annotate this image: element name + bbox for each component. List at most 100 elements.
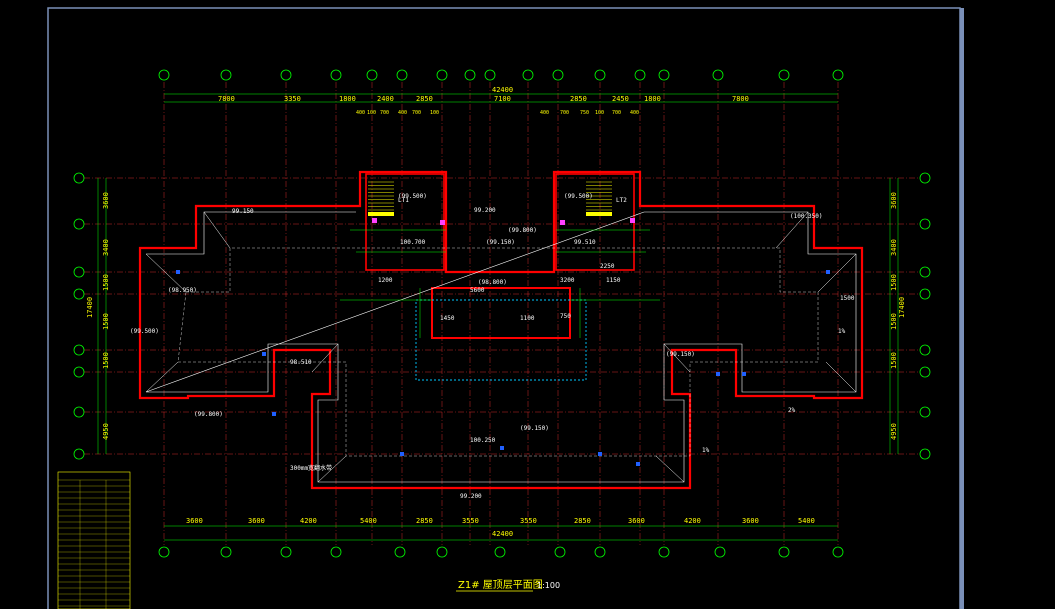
roof-drain xyxy=(598,452,602,456)
elevation-label: 98.510 xyxy=(290,359,312,366)
elevation-label: (99.500) xyxy=(398,193,427,200)
bottom-total-dim: 42400 xyxy=(492,530,513,538)
canopy-outline xyxy=(415,299,587,381)
table-border xyxy=(57,471,131,609)
left-dim-label: 1500 xyxy=(102,352,110,369)
top-dim-small-label: 100 xyxy=(367,110,376,116)
elevation-label: (99.500) xyxy=(130,328,159,335)
roof-drain xyxy=(262,352,266,356)
grid-bubble-top xyxy=(712,69,724,81)
bottom-dim-label: 3600 xyxy=(186,517,203,525)
grid-bubble-top xyxy=(522,69,534,81)
roof-drain xyxy=(742,372,746,376)
top-dim-small-label: 700 xyxy=(412,110,421,116)
grid-bubble-top xyxy=(330,69,342,81)
roof-hip-line xyxy=(775,211,809,249)
bottom-dim-label: 4200 xyxy=(684,517,701,525)
parapet-outline xyxy=(138,170,864,490)
top-dim-label: 7100 xyxy=(494,95,511,103)
bottom-dim-label: 3600 xyxy=(248,517,265,525)
grid-bubble-top xyxy=(464,69,476,81)
top-dim-small-label: 750 xyxy=(580,110,589,116)
bottom-dim-label: 3550 xyxy=(462,517,479,525)
grid-bubble-top xyxy=(658,69,670,81)
elevation-label: 1200 xyxy=(378,277,393,284)
elevation-label: 99.200 xyxy=(460,493,482,500)
grid-bubble-left xyxy=(73,266,85,278)
bottom-dim-label: 2850 xyxy=(416,517,433,525)
right-dim-label: 3400 xyxy=(890,239,898,256)
top-dim-small-label: 700 xyxy=(612,110,621,116)
elevation-label: 100.700 xyxy=(400,239,426,246)
grid-bubble-bottom xyxy=(658,546,670,558)
bottom-dim-label: 5400 xyxy=(798,517,815,525)
plan-layer xyxy=(138,170,864,490)
roof-hip-line xyxy=(655,455,685,483)
grid-bubble-left xyxy=(73,218,85,230)
elevation-label: 750 xyxy=(560,313,571,320)
elevation-label: 100.250 xyxy=(470,437,496,444)
elevation-label: 1% xyxy=(702,447,710,454)
right-dim-label: 4950 xyxy=(890,423,898,440)
roof-drain xyxy=(636,462,640,466)
top-dim-label: 1800 xyxy=(644,95,661,103)
roof-hip-line xyxy=(145,253,187,293)
right-dim-label: 1500 xyxy=(890,274,898,291)
center-parapet xyxy=(431,287,571,339)
grid-bubble-bottom xyxy=(554,546,566,558)
grid-bubble-bottom xyxy=(494,546,506,558)
top-dim-small-label: 400 xyxy=(630,110,639,116)
top-dim-label: 7800 xyxy=(218,95,235,103)
roof-edge-outline xyxy=(145,211,857,483)
bottom-dim-label: 2850 xyxy=(574,517,591,525)
elevation-label: (99.500) xyxy=(564,193,593,200)
top-dim-label: 2400 xyxy=(377,95,394,103)
stair-landing xyxy=(368,212,394,216)
elevation-label: (99.150) xyxy=(666,351,695,358)
right-dim-label: 3600 xyxy=(890,192,898,209)
roof-hip-line xyxy=(825,361,857,393)
right-dim-label: 1500 xyxy=(890,352,898,369)
stair-landing xyxy=(586,212,612,216)
roof-hip-line xyxy=(311,343,339,373)
grid-bubble-left xyxy=(73,406,85,418)
roof-hip-line xyxy=(145,361,179,393)
elevation-label: 2250 xyxy=(600,263,615,270)
top-dim-small-label: 700 xyxy=(560,110,569,116)
grid-bubble-right xyxy=(919,288,931,300)
elevation-label: (98.800) xyxy=(478,279,507,286)
elevation-label: (99.150) xyxy=(486,239,515,246)
roof-drain xyxy=(500,446,504,450)
grid-bubble-bottom xyxy=(280,546,292,558)
elevation-label: 99.150 xyxy=(232,208,254,215)
left-dim-label: 1500 xyxy=(102,313,110,330)
roof-drain xyxy=(400,452,404,456)
grid-bubble-top xyxy=(778,69,790,81)
legend-table xyxy=(57,471,131,609)
right-total-dim: 17400 xyxy=(898,297,906,318)
grid-bubble-right xyxy=(919,266,931,278)
grid-bubble-top xyxy=(634,69,646,81)
grid-bubble-bottom xyxy=(778,546,790,558)
elevation-label: 1100 xyxy=(520,315,535,322)
roof-ridge-outline xyxy=(177,247,819,457)
top-dim-label: 3350 xyxy=(284,95,301,103)
roof-hip-line xyxy=(203,211,231,249)
bottom-dim-label: 3550 xyxy=(520,517,537,525)
elevation-label: 3200 xyxy=(560,277,575,284)
elevation-label: 1450 xyxy=(440,315,455,322)
left-dim-label: 4950 xyxy=(102,423,110,440)
roof-drain xyxy=(176,270,180,274)
roof-drain xyxy=(272,412,276,416)
elevation-label: (99.800) xyxy=(194,411,223,418)
grid-bubble-top xyxy=(484,69,496,81)
elevation-label: 1500 xyxy=(840,295,855,302)
elevation-label: (98.950) xyxy=(168,287,197,294)
grid-bubble-left xyxy=(73,288,85,300)
grid-bubble-top xyxy=(552,69,564,81)
left-total-dim: 17400 xyxy=(86,297,94,318)
grid-bubble-top xyxy=(280,69,292,81)
top-dim-label: 7800 xyxy=(732,95,749,103)
